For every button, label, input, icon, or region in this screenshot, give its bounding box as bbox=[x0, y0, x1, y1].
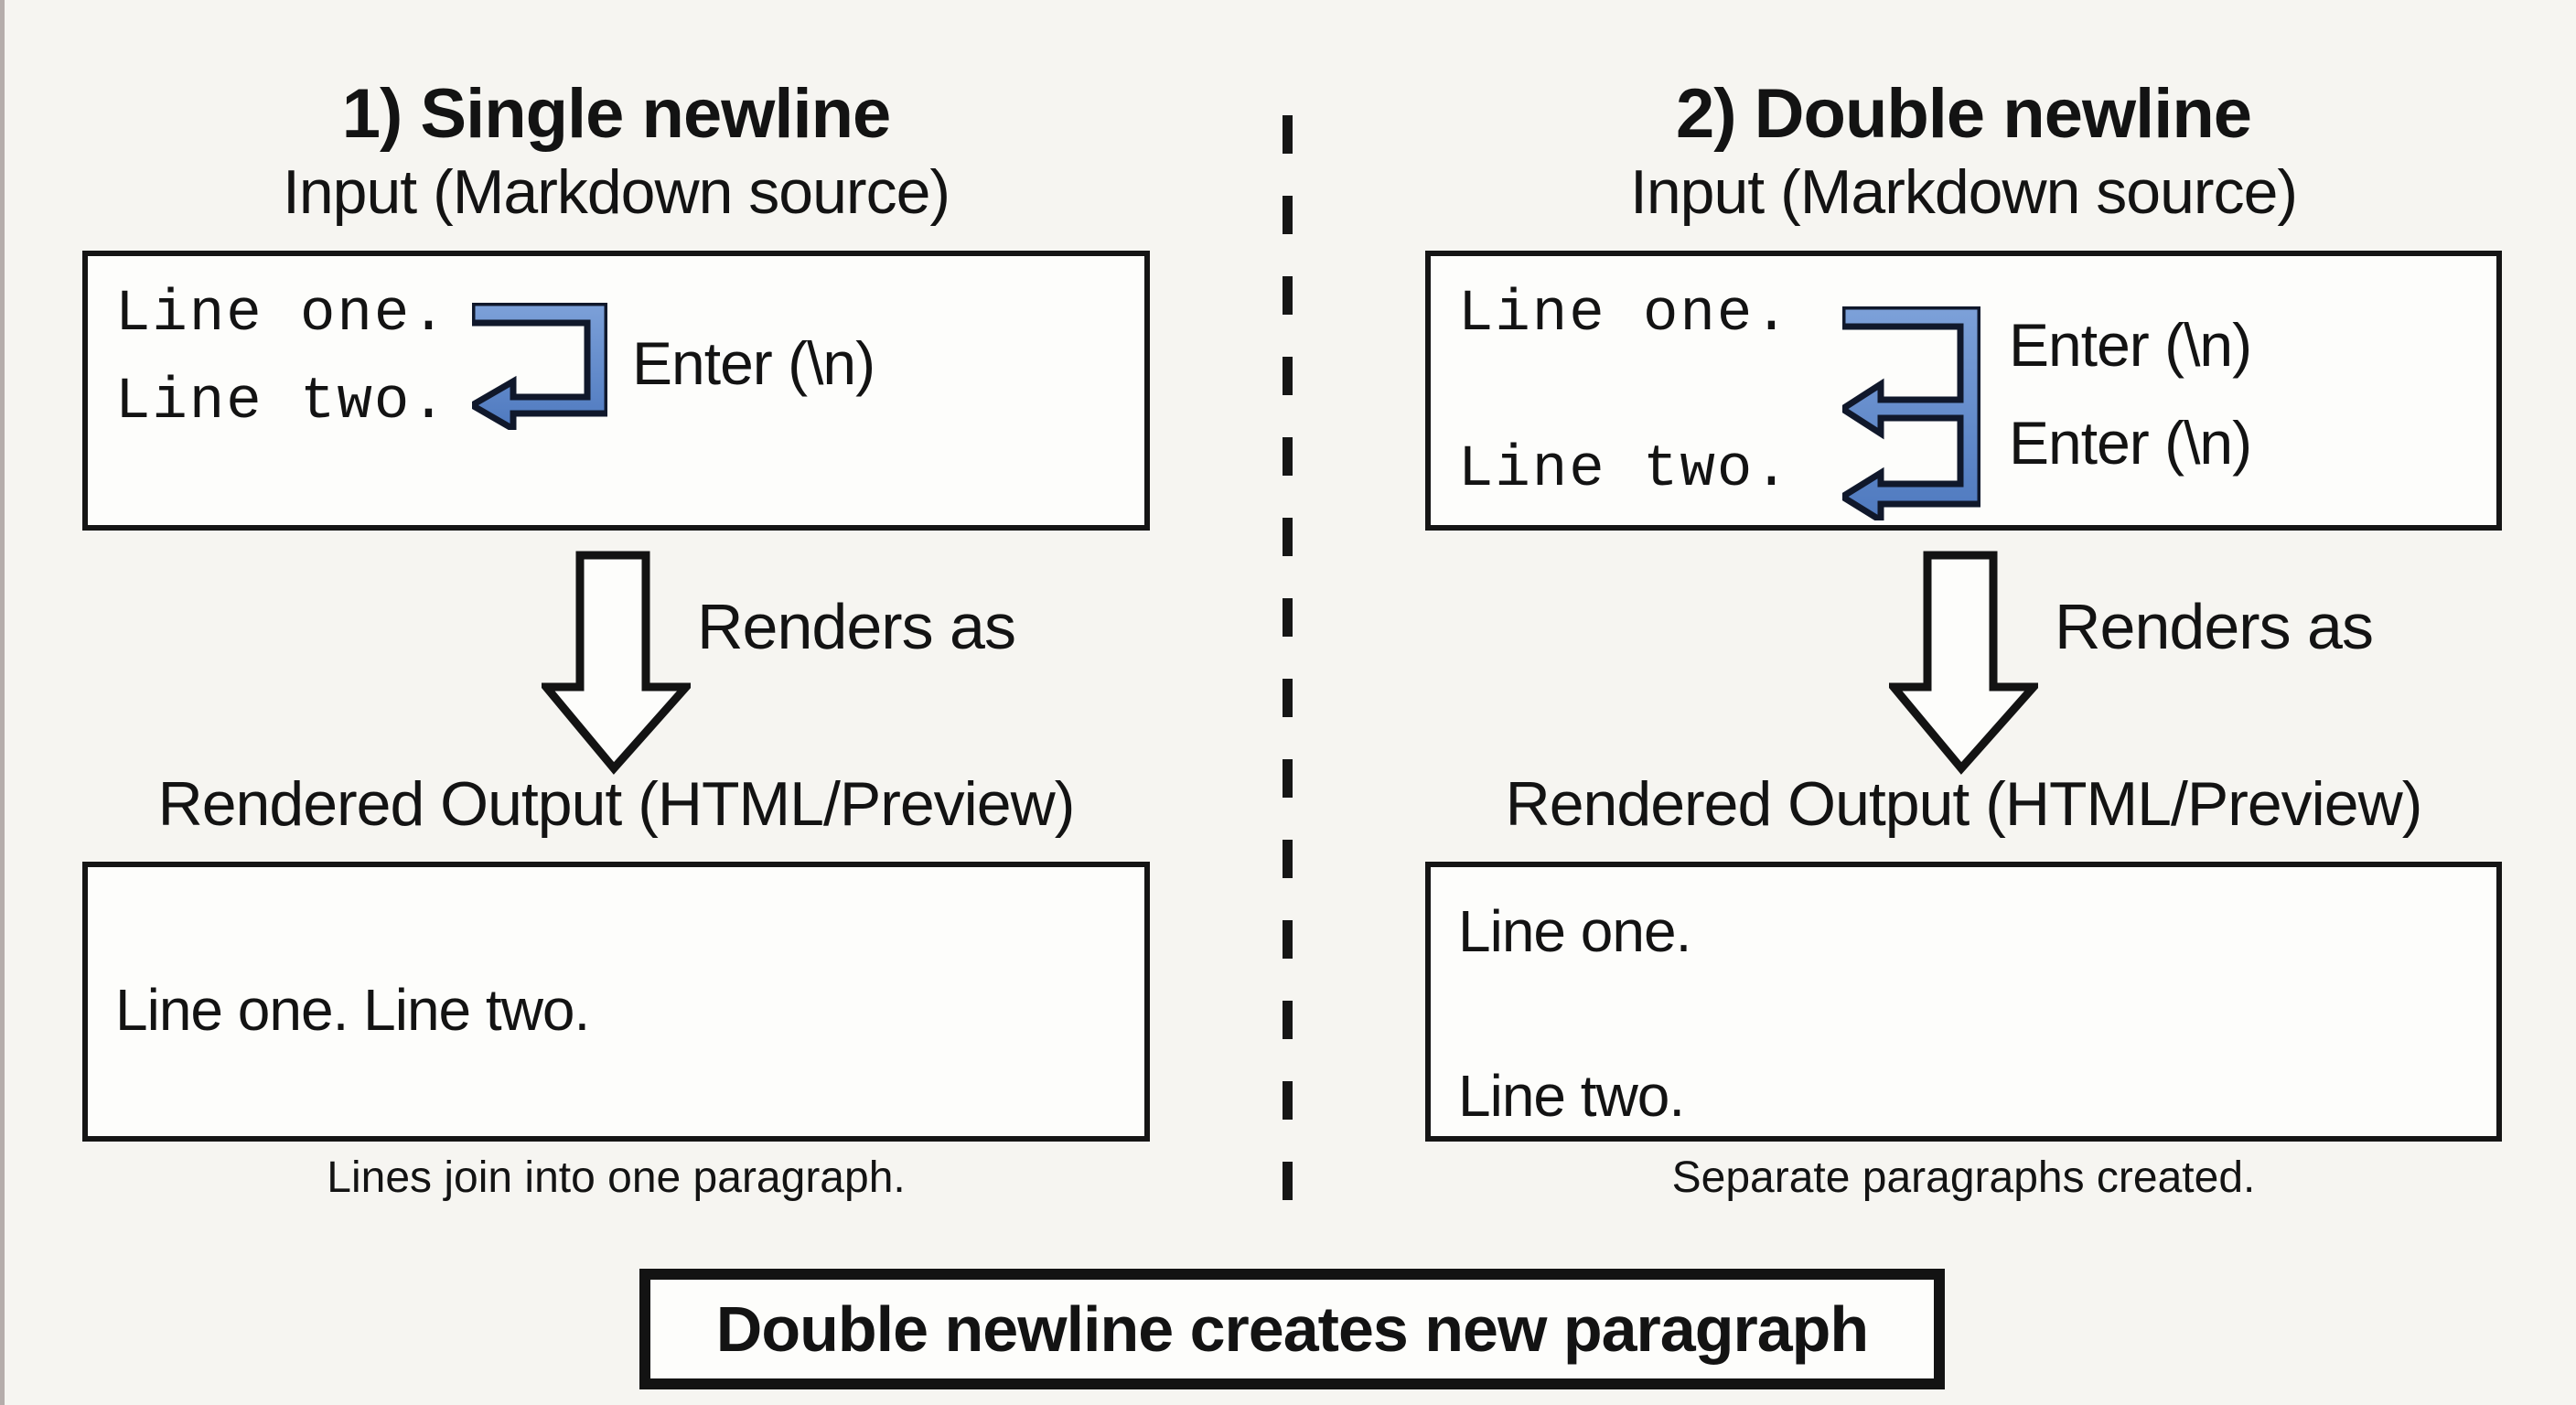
panel-caption: Separate paragraphs created. bbox=[1671, 1153, 2256, 1202]
output-paragraph: Line one. Line two. bbox=[115, 977, 590, 1043]
renders-as-label: Renders as bbox=[2055, 591, 2374, 662]
conclusion-box: Double newline creates new paragraph bbox=[639, 1269, 1945, 1389]
panel-title: 1) Single newline bbox=[341, 75, 892, 154]
enter-return-arrow-icon bbox=[472, 303, 607, 430]
output-section-label: Rendered Output (HTML/Preview) bbox=[1505, 769, 2423, 839]
input-section-label: Input (Markdown source) bbox=[282, 157, 950, 227]
input-line-two: Line two. bbox=[115, 370, 448, 435]
renders-as-label: Renders as bbox=[697, 591, 1016, 662]
panel-title: 2) Double newline bbox=[1675, 75, 2252, 154]
enter-key-label-second: Enter (\n) bbox=[2009, 409, 2252, 477]
renders-as-down-arrow-icon bbox=[1889, 551, 2038, 775]
output-paragraph-one: Line one. bbox=[1458, 898, 1691, 964]
enter-key-label: Enter (\n) bbox=[632, 329, 875, 397]
rendered-output-box: Line one. Line two. bbox=[82, 862, 1150, 1142]
markdown-input-box: Line one. Line two. Enter (\n) bbox=[82, 251, 1150, 531]
input-line-one: Line one. bbox=[1458, 282, 1791, 348]
renders-as-down-arrow-icon bbox=[542, 551, 691, 775]
input-line-one: Line one. bbox=[115, 282, 448, 348]
panel-double-newline: 2) Double newline Input (Markdown source… bbox=[1425, 0, 2502, 1405]
double-enter-return-arrow-icon bbox=[1842, 306, 1980, 520]
panel-caption: Lines join into one paragraph. bbox=[327, 1153, 906, 1202]
enter-key-label-first: Enter (\n) bbox=[2009, 311, 2252, 379]
panel-divider-dashed-line bbox=[1283, 115, 1293, 1217]
panel-single-newline: 1) Single newline Input (Markdown source… bbox=[82, 0, 1150, 1405]
markdown-input-box: Line one. Line two. Enter (\n) Enter (\n… bbox=[1425, 251, 2502, 531]
rendered-output-box: Line one. Line two. bbox=[1425, 862, 2502, 1142]
conclusion-label: Double newline creates new paragraph bbox=[715, 1293, 1869, 1365]
input-section-label: Input (Markdown source) bbox=[1629, 157, 2298, 227]
output-paragraph-two: Line two. bbox=[1458, 1063, 1685, 1129]
input-line-two: Line two. bbox=[1458, 437, 1791, 503]
output-section-label: Rendered Output (HTML/Preview) bbox=[157, 769, 1076, 839]
scan-edge-shadow bbox=[0, 0, 5, 1405]
